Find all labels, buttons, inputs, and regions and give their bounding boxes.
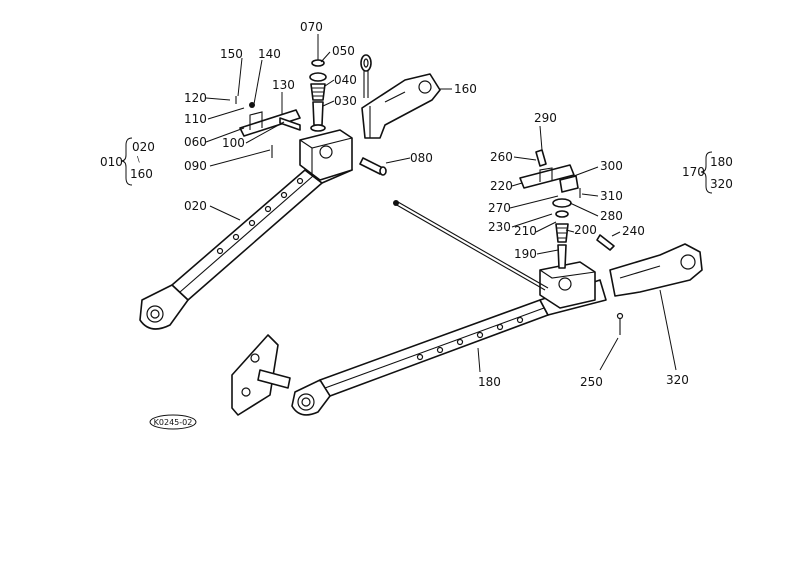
label-080: 080 xyxy=(410,151,433,165)
label-150: 150 xyxy=(220,47,243,61)
label-010: 010 xyxy=(100,155,123,169)
label-300: 300 xyxy=(600,159,623,173)
label-170-range-end: 320 xyxy=(710,177,733,191)
label-260: 260 xyxy=(490,150,513,164)
pin-080 xyxy=(359,157,387,176)
label-090: 090 xyxy=(184,159,207,173)
hardware-cluster-left xyxy=(235,96,301,158)
label-210: 210 xyxy=(514,224,537,238)
lower-link-right xyxy=(291,261,607,416)
label-130: 130 xyxy=(272,78,295,92)
label-250: 250 xyxy=(580,375,603,389)
label-170: 170 xyxy=(682,165,705,179)
lever-right xyxy=(519,149,581,198)
label-050: 050 xyxy=(332,44,355,58)
pin-stack-left xyxy=(309,42,327,132)
pin-240 xyxy=(596,234,615,251)
label-290: 290 xyxy=(534,111,557,125)
label-100: 100 xyxy=(222,136,245,150)
label-310: 310 xyxy=(600,189,623,203)
lower-link-left xyxy=(139,129,353,330)
label-010-range-start: 020 xyxy=(132,140,155,154)
label-180: 180 xyxy=(478,375,501,389)
label-270: 270 xyxy=(488,201,511,215)
image-code-label: K0245-02 xyxy=(154,418,193,427)
long-rod xyxy=(393,200,549,291)
label-200: 200 xyxy=(574,223,597,237)
label-040: 040 xyxy=(334,73,357,87)
pin-stack-right xyxy=(552,198,572,269)
label-010-range-sep: \ xyxy=(137,155,140,164)
eye-bolt xyxy=(360,54,372,98)
part-labels: 150 140 070 050 040 030 120 130 110 160 … xyxy=(100,20,733,389)
brace-170 xyxy=(700,151,713,194)
mount-plate xyxy=(231,334,291,416)
label-280: 280 xyxy=(600,209,623,223)
image-code-badge: K0245-02 xyxy=(149,414,197,430)
label-010-range-end: 160 xyxy=(130,167,153,181)
label-030: 030 xyxy=(334,94,357,108)
brace-010 xyxy=(120,137,133,186)
label-060: 060 xyxy=(184,135,207,149)
bracket-320 xyxy=(609,243,703,297)
pin-250 xyxy=(616,312,624,335)
label-170-range-start: 180 xyxy=(710,155,733,169)
label-020: 020 xyxy=(184,199,207,213)
label-140: 140 xyxy=(258,47,281,61)
label-120: 120 xyxy=(184,91,207,105)
label-160: 160 xyxy=(454,82,477,96)
label-230: 230 xyxy=(488,220,511,234)
label-110: 110 xyxy=(184,112,207,126)
label-070: 070 xyxy=(300,20,323,34)
label-220: 220 xyxy=(490,179,513,193)
leader-lines xyxy=(205,34,677,373)
label-320: 320 xyxy=(666,373,689,387)
label-240: 240 xyxy=(622,224,645,238)
label-190: 190 xyxy=(514,247,537,261)
bracket-160 xyxy=(361,73,441,139)
